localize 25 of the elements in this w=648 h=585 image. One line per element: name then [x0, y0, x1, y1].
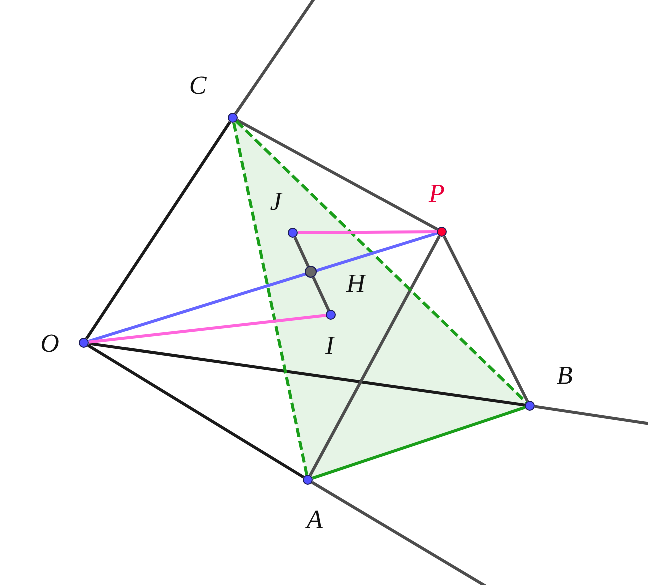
line-segment	[88, 232, 438, 343]
line-segment	[312, 276, 330, 312]
line-segment	[236, 120, 528, 404]
point-label: A	[304, 506, 324, 534]
point-label: I	[324, 332, 336, 360]
line-segment	[88, 314, 326, 344]
point-label: J	[269, 188, 284, 216]
line-segment	[309, 236, 441, 476]
line-segment	[442, 236, 530, 402]
line-segment	[86, 121, 232, 340]
line-segment	[88, 344, 304, 479]
point-label: O	[40, 330, 60, 358]
point-label: P	[428, 180, 446, 208]
line-segment	[236, 119, 438, 231]
line-segment	[88, 342, 526, 407]
point-label: B	[556, 362, 574, 390]
ray	[534, 405, 648, 426]
line-segment	[312, 406, 526, 480]
ray	[312, 481, 488, 585]
point-label: H	[345, 270, 368, 298]
line-segment	[294, 236, 310, 268]
point-label: C	[188, 72, 208, 100]
ray	[234, 0, 316, 115]
line-segment	[232, 122, 308, 476]
line-segment	[298, 230, 438, 234]
